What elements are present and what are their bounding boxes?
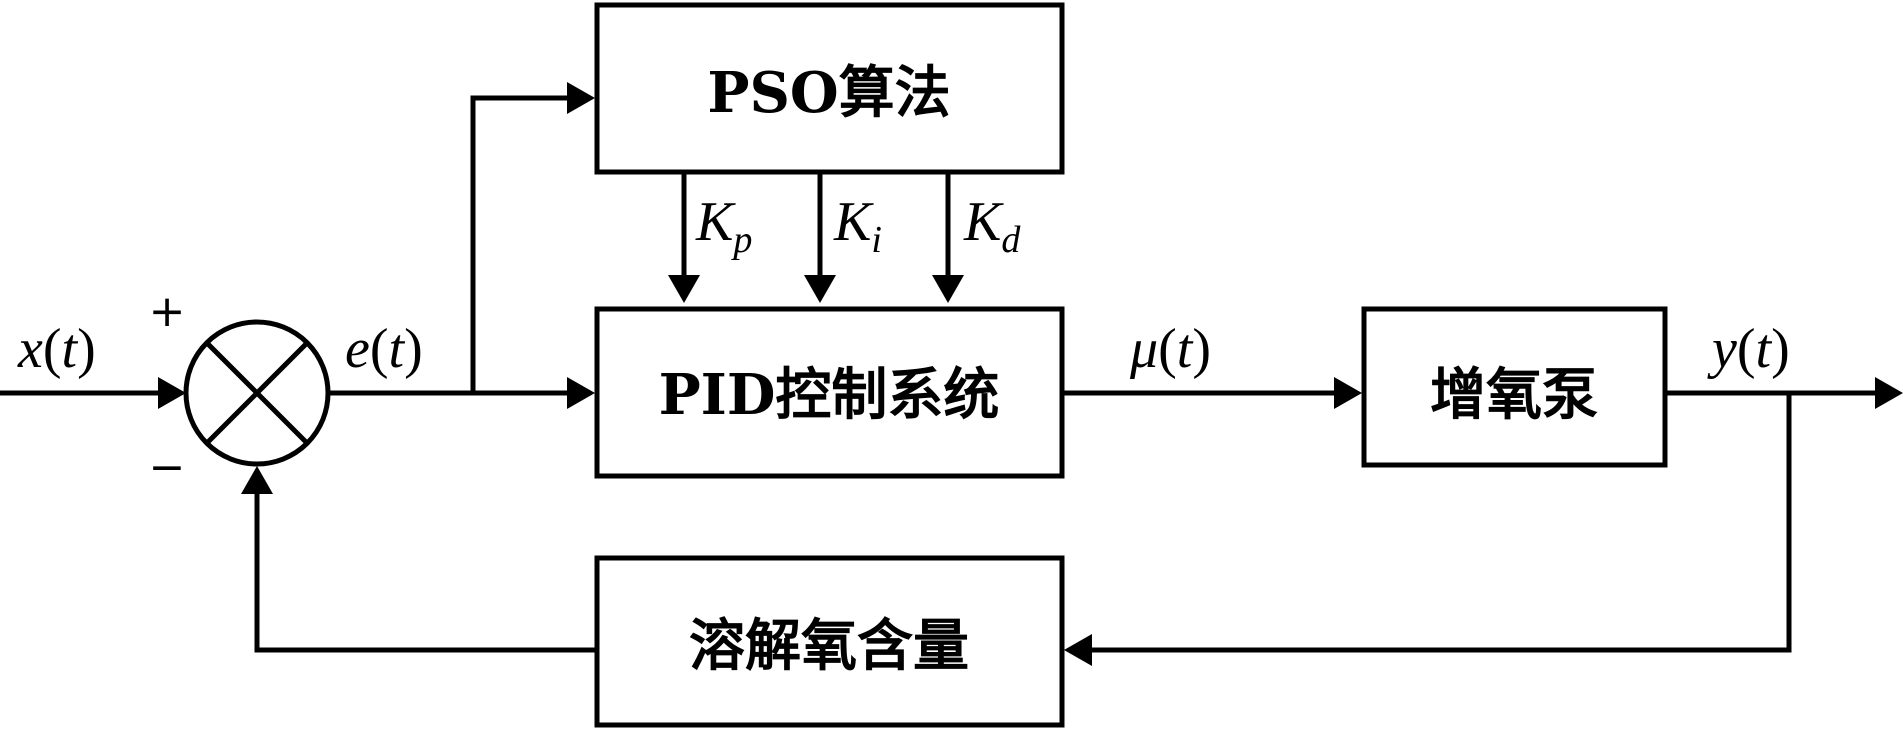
pid-control-system-block: PID控制系统 — [594, 306, 1065, 479]
error-to-pso-wire — [470, 95, 567, 393]
kp-arrowhead — [668, 275, 700, 303]
plus-sign: + — [149, 286, 186, 337]
input-signal-label: x(t) — [17, 318, 96, 380]
kd-label: Kd — [963, 191, 1021, 261]
error-signal-label: e(t) — [345, 318, 423, 380]
pso-input-arrowhead — [567, 82, 595, 114]
feedback-to-junction-wire — [254, 494, 597, 653]
ki-arrowhead — [804, 275, 836, 303]
control-signal-label: μ(t) — [1129, 318, 1211, 380]
summing-junction — [183, 319, 331, 467]
kd-arrowhead — [932, 275, 964, 303]
minus-sign: − — [149, 442, 186, 493]
aerator-pump-block: 增氧泵 — [1361, 306, 1668, 468]
output-arrowhead — [1875, 377, 1903, 409]
dissolved-oxygen-block: 溶解氧含量 — [594, 555, 1065, 728]
error-arrowhead — [567, 377, 595, 409]
pump-block-label: 增氧泵 — [1430, 362, 1598, 428]
output-signal-label: y(t) — [1707, 318, 1790, 380]
sensor-input-arrowhead — [1064, 634, 1092, 666]
feedback-to-sensor-wire — [1092, 393, 1792, 653]
junction-feedback-arrowhead — [241, 466, 273, 494]
pso-algorithm-block: PSO算法 — [594, 2, 1065, 175]
input-arrowhead — [158, 377, 186, 409]
pid-block-label: PID控制系统 — [659, 362, 1000, 428]
control-arrowhead — [1334, 377, 1362, 409]
kp-label: Kp — [695, 191, 752, 261]
pso-block-label: PSO算法 — [707, 60, 950, 126]
ki-label: Ki — [833, 191, 882, 261]
sensor-block-label: 溶解氧含量 — [689, 613, 969, 679]
